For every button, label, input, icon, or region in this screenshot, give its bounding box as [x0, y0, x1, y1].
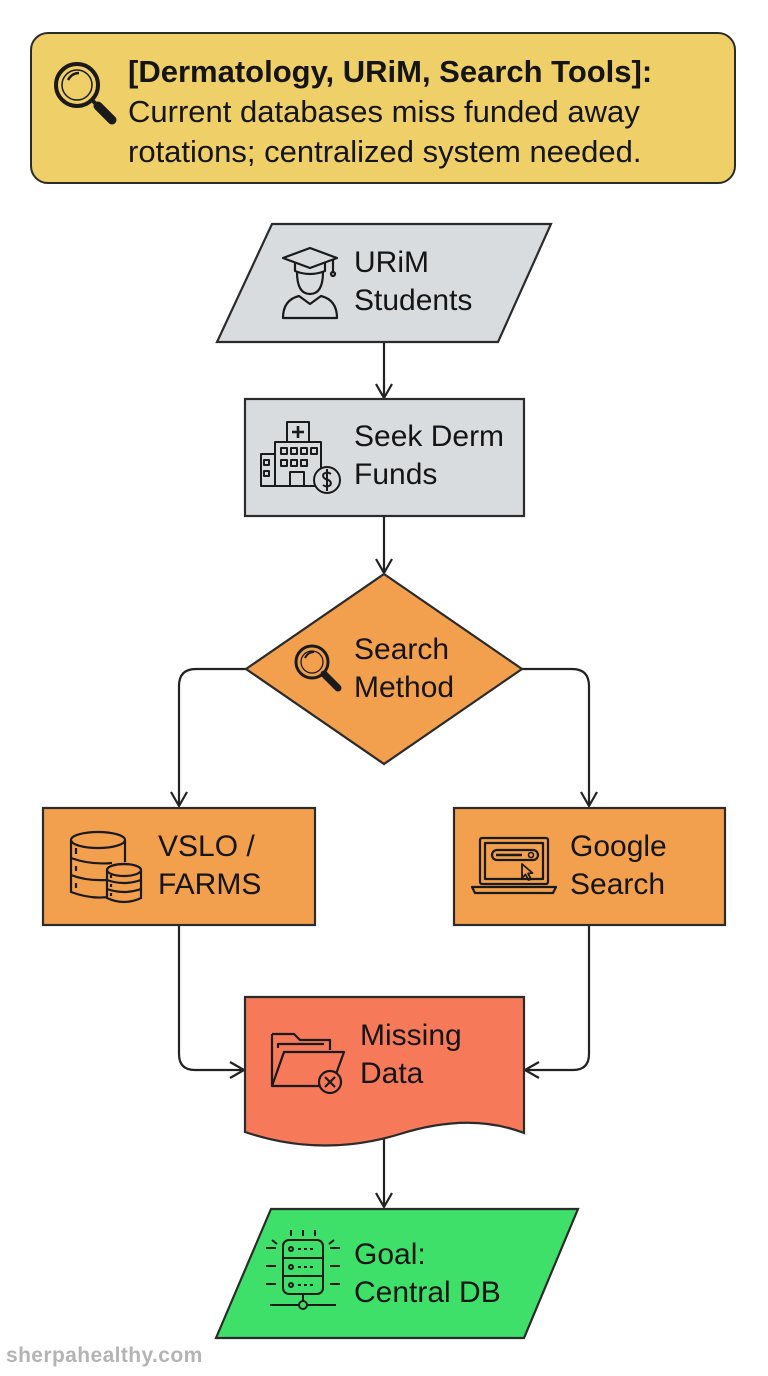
search-method-node: [244, 572, 524, 766]
search-method-label-line-2: Method: [354, 671, 455, 704]
folder-error-icon: [270, 1032, 346, 1095]
vslo-label-line-1: VSLO /: [158, 830, 255, 863]
seek-funds-label-line-2: Funds: [354, 458, 438, 491]
search-method-label-line-1: Search: [354, 633, 450, 666]
banner-body-line-1: Current databases miss funded away: [128, 94, 640, 129]
connector-search-to-vslo: [170, 667, 246, 808]
goal-label-line-2: Central DB: [354, 1276, 501, 1309]
magnifier-icon: [54, 62, 117, 125]
banner-text: [Dermatology, URiM, Search Tools]: Curre…: [128, 52, 728, 172]
vslo-label-line-2: FARMS: [158, 868, 262, 901]
seek-funds-node: [243, 397, 526, 518]
missing-data-node: [243, 995, 526, 1147]
graduate-icon: [281, 246, 339, 320]
students-label-line-2: Students: [354, 284, 473, 317]
google-search-node: [452, 806, 727, 927]
hospital-funds-icon: [260, 421, 341, 494]
connector-vslo-to-missing: [177, 926, 246, 1079]
banner-title: [Dermatology, URiM, Search Tools]:: [128, 54, 653, 89]
laptop-search-icon: [470, 836, 558, 895]
server-network-icon: [266, 1230, 340, 1310]
watermark: sherpahealthy.com: [6, 1344, 203, 1367]
database-icon: [69, 830, 143, 904]
students-label-line-1: URiM: [354, 246, 429, 279]
vslo-farms-node: [41, 806, 317, 927]
context-banner: [Dermatology, URiM, Search Tools]: Curre…: [30, 32, 736, 184]
missing-label-line-1: Missing: [360, 1019, 462, 1052]
google-label-line-2: Search: [570, 868, 666, 901]
connector-google-to-missing: [523, 926, 591, 1079]
connectors: [170, 342, 598, 1209]
students-node: [215, 222, 553, 344]
magnifier-icon: [294, 644, 342, 692]
connector-search-to-google: [522, 667, 598, 808]
missing-label-line-2: Data: [360, 1057, 424, 1090]
seek-funds-label-line-1: Seek Derm: [354, 420, 505, 453]
banner-body-line-2: rotations; centralized system needed.: [128, 134, 642, 169]
goal-label-line-1: Goal:: [354, 1238, 426, 1271]
google-label-line-1: Google: [570, 830, 667, 863]
